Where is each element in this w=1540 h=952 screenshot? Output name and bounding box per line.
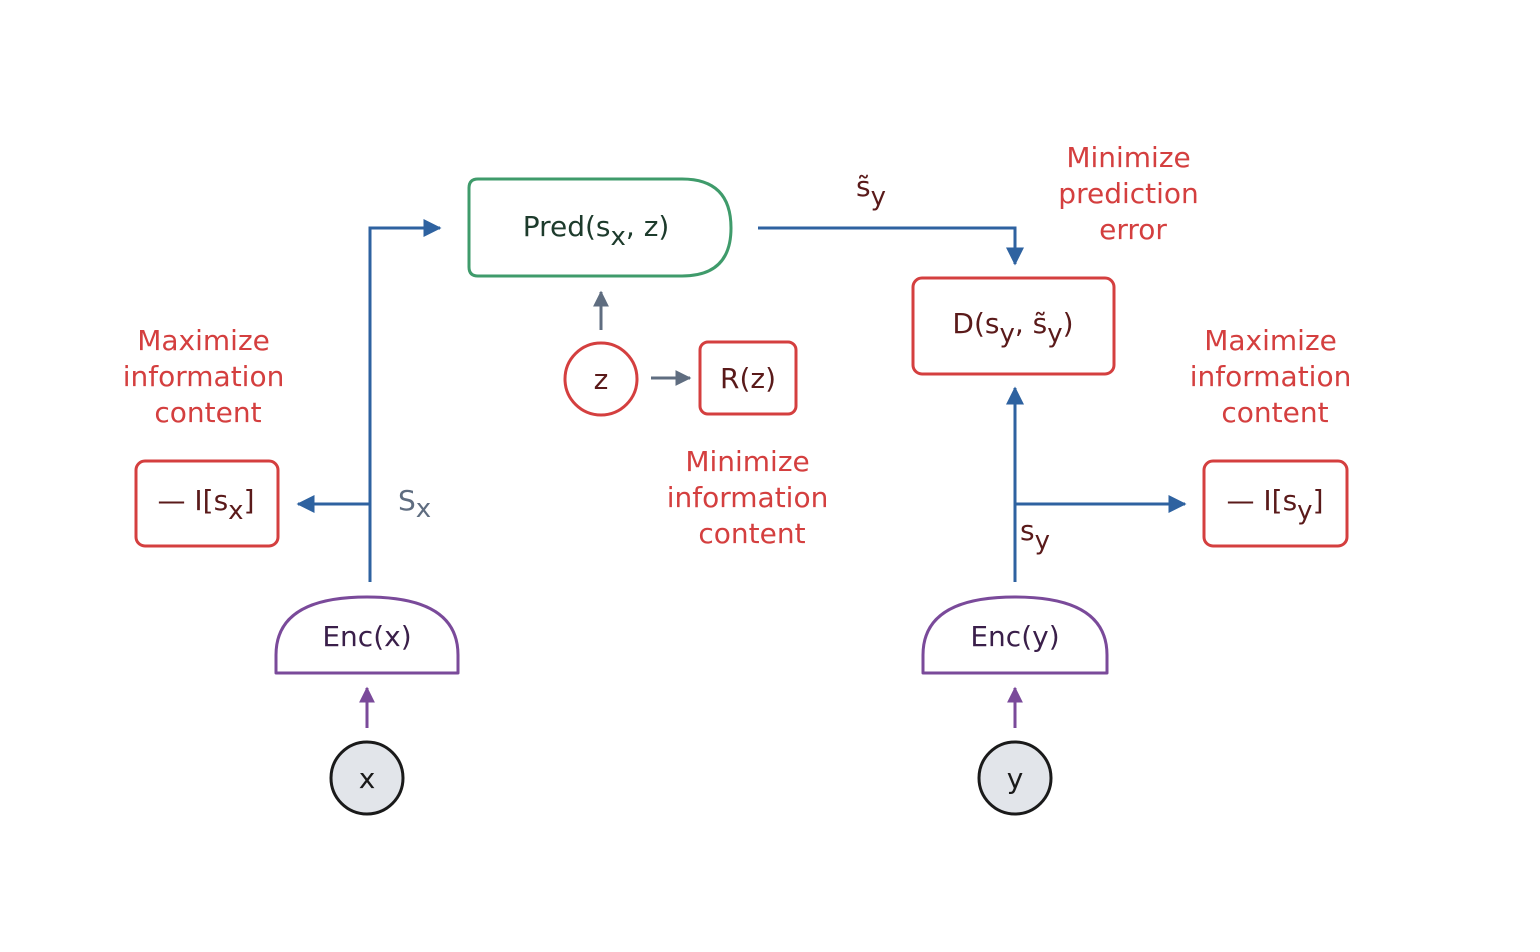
encoder-x: Enc(x) (274, 595, 460, 675)
latent-z: z (563, 341, 639, 417)
encoder-y: Enc(y) (921, 595, 1109, 675)
edge-pred-to-dist (758, 226, 1024, 266)
edge-enc-x-to-pred (368, 219, 442, 582)
node-x: x (329, 740, 405, 816)
distance-box: D(sy, s̃y) (911, 276, 1116, 376)
encoder-x-label: Enc(x) (322, 620, 411, 653)
node-y-label: y (1007, 762, 1024, 795)
annotation-center: Minimize information content (667, 445, 838, 550)
edge-label-sy-tilde: s̃y (856, 170, 886, 212)
info-x-label: — I[sx] (158, 484, 255, 526)
predictor: Pred(sx, z) (467, 177, 733, 278)
annotation-left: Maximize information content (123, 324, 294, 429)
node-x-label: x (359, 762, 376, 795)
edge-label-sx: Sx (398, 484, 431, 524)
distance-label: D(sy, s̃y) (952, 307, 1073, 349)
info-x-box: — I[sx] (134, 459, 280, 548)
annotation-right: Maximize information content (1190, 324, 1361, 429)
predictor-label: Pred(sx, z) (523, 210, 670, 252)
latent-z-label: z (594, 363, 609, 396)
info-y-box: — I[sy] (1202, 459, 1349, 548)
edge-label-sy: sy (1020, 514, 1050, 556)
annotation-top-right: Minimize prediction error (1058, 141, 1207, 246)
encoder-y-label: Enc(y) (970, 620, 1059, 653)
regularizer-box: R(z) (698, 340, 798, 416)
regularizer-label: R(z) (720, 362, 776, 395)
node-y: y (977, 740, 1053, 816)
info-y-label: — I[sy] (1227, 484, 1324, 526)
